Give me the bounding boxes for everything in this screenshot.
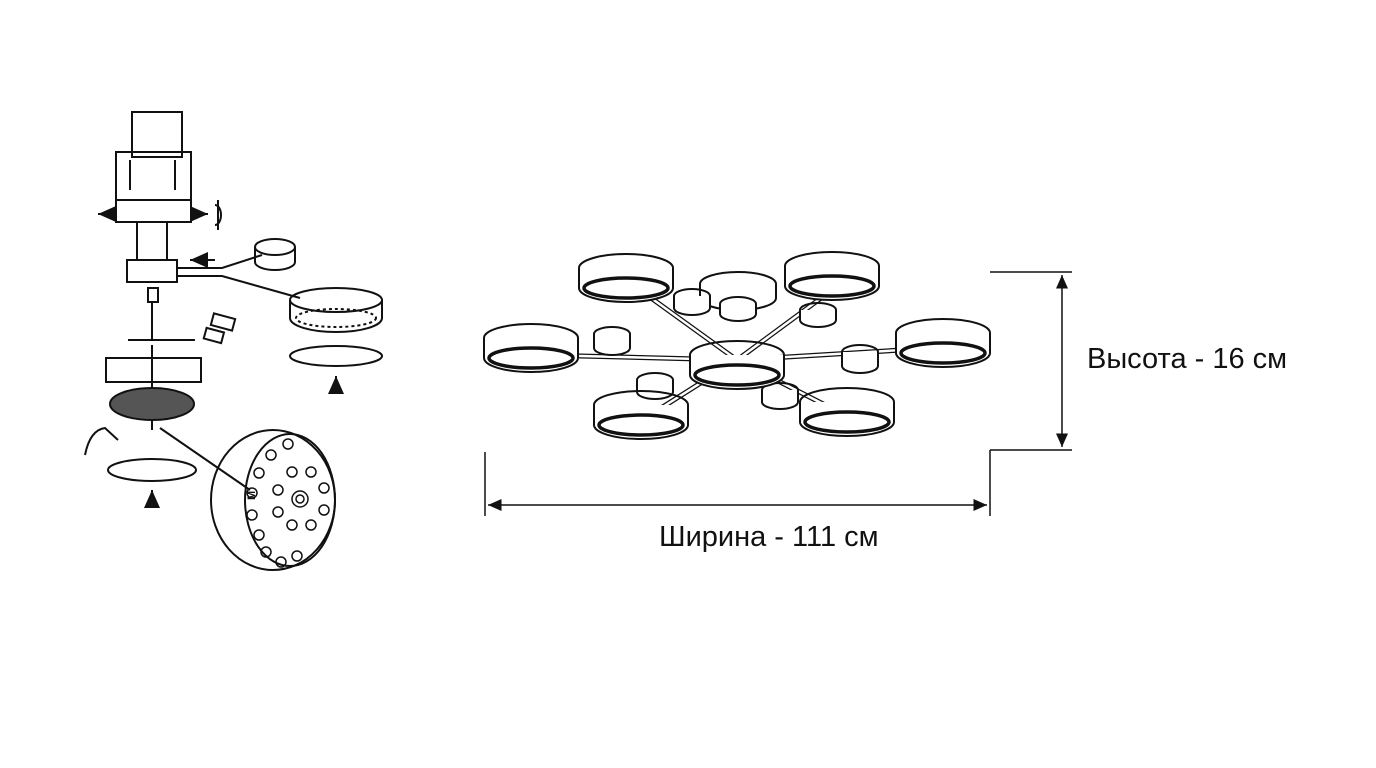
width-label: Ширина - 111 см [659, 521, 879, 553]
small-shade [761, 382, 799, 410]
arm [178, 254, 301, 299]
small-shade [719, 296, 757, 322]
small-shade [636, 372, 674, 400]
large-shade [483, 323, 579, 373]
canopy-marking: M [246, 491, 258, 500]
large-shade [784, 251, 880, 301]
small-shade [799, 302, 837, 328]
stem [136, 221, 168, 261]
small-shade [593, 326, 631, 356]
large-shade [689, 340, 785, 390]
large-shade [895, 318, 991, 368]
led-plate [109, 387, 195, 421]
height-label: Высота - 16 см [1087, 343, 1288, 375]
lower-diffuser [107, 458, 197, 482]
small-shade [841, 344, 879, 374]
large-shade [799, 387, 895, 437]
canopy-box [115, 151, 192, 223]
height-dimension [990, 271, 1072, 451]
hub [126, 259, 178, 283]
small-shade [673, 288, 711, 316]
large-shades [483, 251, 991, 440]
chandelier-drawing [483, 251, 991, 440]
assembly-diagram: M [84, 111, 383, 571]
diffuser [289, 345, 383, 367]
base-ring [105, 357, 202, 383]
large-shade [578, 253, 674, 303]
large-shade [593, 390, 689, 440]
mounting-bracket [131, 111, 183, 158]
width-dimension [484, 450, 991, 516]
